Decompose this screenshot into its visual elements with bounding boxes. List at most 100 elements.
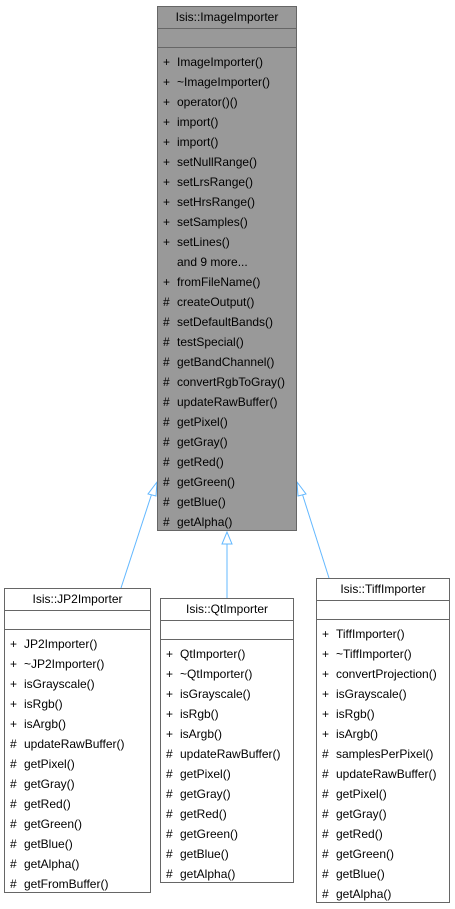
method-name: isArgb() [180,727,223,741]
visibility-marker: # [163,395,170,409]
visibility-marker: # [322,867,329,881]
visibility-marker: + [163,175,171,189]
method-name: createOutput() [177,295,255,309]
visibility-marker: # [322,767,329,781]
method-name: setSamples() [177,215,248,229]
visibility-marker: # [10,757,17,771]
visibility-marker: # [10,877,17,891]
method-name: setNullRange() [177,155,258,169]
more-members-note[interactable]: and 9 more... [158,252,296,272]
method-entry: #getRed() [161,804,293,824]
visibility-marker: # [322,827,329,841]
visibility-marker: # [10,777,17,791]
method-name: getGreen() [180,827,239,841]
method-entry: #getAlpha() [161,864,293,884]
method-entry: +fromFileName() [158,272,296,292]
method-name: setHrsRange() [177,195,256,209]
edge-tiff-to-base [301,492,330,579]
method-name: isRgb() [24,697,63,711]
method-entry: # getFromBuffer() [5,874,150,894]
method-entry: +TiffImporter() [317,624,449,644]
method-entry: # getRed() [317,824,449,844]
class-box-imageimporter[interactable]: Isis::ImageImporter +ImageImporter()+~Im… [157,6,297,531]
method-entry: +isArgb() [317,724,449,744]
methods-compartment: +JP2Importer()+~JP2Importer() + isGrayscal… [5,630,150,894]
visibility-marker: # [10,817,17,831]
method-entry: # getAlpha() [5,854,150,874]
method-entry: #getGreen() [5,814,150,834]
visibility-marker: + [163,95,171,109]
class-name: Isis::TiffImporter [317,579,449,601]
visibility-marker: # [163,495,170,509]
method-name: getAlpha() [177,515,233,529]
visibility-marker: # [166,767,173,781]
attributes-compartment [161,621,293,640]
visibility-marker: + [322,667,330,681]
method-name: fromFileName() [177,275,261,289]
method-entry: # setDefaultBands() [158,312,296,332]
method-entry: +isArgb() [5,714,150,734]
method-name: updateRawBuffer() [177,395,278,409]
method-entry: #samplesPerPixel() [317,744,449,764]
visibility-marker: + [163,55,171,69]
method-name: getFromBuffer() [24,877,109,891]
method-entry: #getGray() [5,774,150,794]
method-name: getGreen() [177,475,236,489]
class-box-qtimporter[interactable]: Isis::QtImporter +QtImporter()+~QtImport… [160,598,294,883]
method-entry: #createOutput() [158,292,296,312]
visibility-marker: + [163,215,171,229]
inheritance-arrowhead [147,480,158,497]
method-name: ~QtImporter() [180,667,253,681]
method-name: ImageImporter() [177,55,264,69]
method-name: setDefaultBands() [177,315,274,329]
method-entry: +isRgb() [5,694,150,714]
method-entry: #getPixel() [161,764,293,784]
method-name: convertProjection() [336,667,437,681]
method-entry: + ~QtImporter() [161,664,293,684]
method-name: getRed() [336,827,383,841]
method-name: getAlpha() [24,857,80,871]
method-entry: +~JP2Importer() [5,654,150,674]
visibility-marker: # [163,475,170,489]
visibility-marker: + [163,115,171,129]
method-name: import() [177,115,219,129]
method-entry: #getBandChannel() [158,352,296,372]
methods-compartment: +TiffImporter()+~TiffImporter()+convertP… [317,620,449,904]
visibility-marker: # [163,315,170,329]
method-entry: #updateRawBuffer() [5,734,150,754]
method-entry: #getBlue() [317,864,449,884]
visibility-marker: # [10,837,17,851]
visibility-marker: + [10,717,18,731]
method-entry: #getBlue() [5,834,150,854]
visibility-marker: + [166,667,174,681]
method-name: convertRgbToGray() [177,375,286,389]
visibility-marker: # [166,807,173,821]
visibility-marker: # [10,857,17,871]
method-entry: #convertRgbToGray() [158,372,296,392]
method-entry: #getPixel() [5,754,150,774]
method-name: isGrayscale() [24,677,95,691]
method-entry: + setHrsRange() [158,192,296,212]
visibility-marker: + [163,195,171,209]
visibility-marker: # [163,335,170,349]
method-name: setLrsRange() [177,175,254,189]
visibility-marker: # [322,887,329,901]
method-entry: # updateRawBuffer() [158,392,296,412]
method-entry: + setLrsRange() [158,172,296,192]
method-entry: +import() [158,132,296,152]
class-box-jp2importer[interactable]: Isis::JP2Importer +JP2Importer()+~JP2Imp… [4,588,151,893]
visibility-marker: + [322,647,330,661]
method-entry: #getGray() [161,784,293,804]
method-entry: + import() [158,112,296,132]
method-entry: +JP2Importer() [5,634,150,654]
visibility-marker: # [322,787,329,801]
method-name: import() [177,135,219,149]
method-entry: #getGray() [158,432,296,452]
method-entry: +isArgb() [161,724,293,744]
method-entry: +isGrayscale() [161,684,293,704]
method-name: and 9 more... [177,255,248,269]
visibility-marker: + [163,155,171,169]
visibility-marker: + [322,687,330,701]
class-box-tiffimporter[interactable]: Isis::TiffImporter +TiffImporter()+~Tiff… [316,578,450,903]
